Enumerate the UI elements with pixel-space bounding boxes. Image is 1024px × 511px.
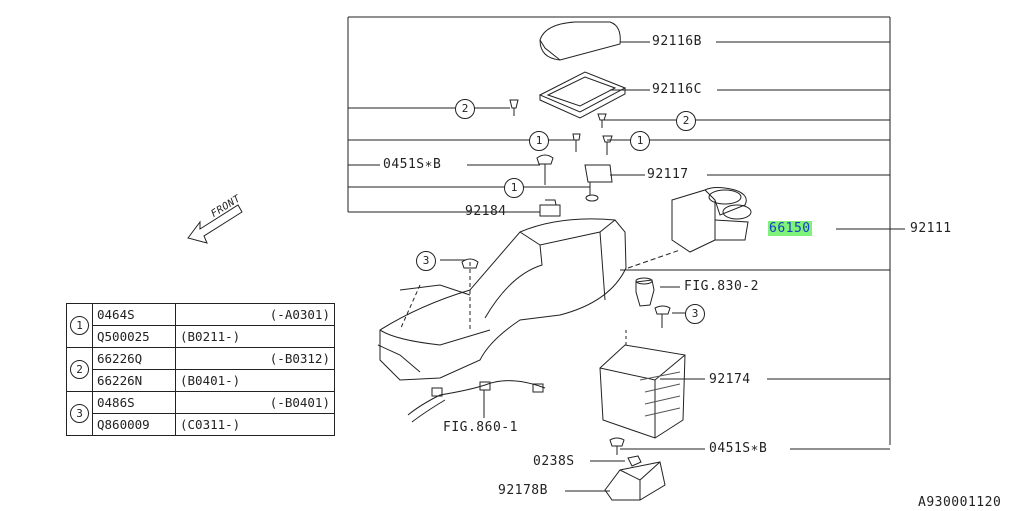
legend-num-3: 3	[70, 404, 89, 423]
legend-range: (-B0312)	[175, 347, 335, 370]
callout-1-mid: 1	[504, 178, 524, 198]
legend-range: (-B0401)	[175, 391, 335, 414]
legend-num-1: 1	[70, 316, 89, 335]
callout-3-left: 3	[416, 251, 436, 271]
legend-range: (B0211-)	[175, 325, 335, 348]
legend-group-num: 3	[66, 391, 93, 436]
legend-group-num: 1	[66, 303, 93, 348]
label-92174: 92174	[709, 372, 751, 387]
label-92116c: 92116C	[652, 82, 702, 97]
lid-92116b	[539, 21, 621, 61]
legend-row: 2 66226Q (-B0312)	[66, 347, 335, 392]
legend-range: (C0311-)	[175, 413, 335, 436]
callout-2-right: 2	[676, 111, 696, 131]
legend-code: Q500025	[92, 325, 176, 348]
box-92174	[599, 344, 686, 439]
label-0451sb-bottom: 0451S∗B	[709, 441, 768, 456]
legend-row: Q860009 (C0311-)	[67, 413, 335, 436]
legend-code: 0486S	[92, 391, 176, 414]
console-body	[379, 218, 627, 381]
label-fig830: FIG.830-2	[684, 279, 759, 294]
legend-range-left: (B0211-)	[180, 329, 241, 344]
label-92117: 92117	[647, 167, 689, 182]
legend-range-right: (-A0301)	[269, 307, 330, 322]
label-0451sb-top: 0451S∗B	[383, 157, 442, 172]
legend-num-2: 2	[70, 360, 89, 379]
legend-range-right: (-B0312)	[269, 351, 330, 366]
legend-code: 66226Q	[92, 347, 176, 370]
hinge-92117	[584, 164, 613, 183]
legend-range-right: (-B0401)	[269, 395, 330, 410]
legend-range-left: (C0311-)	[180, 417, 241, 432]
callout-1-right: 1	[630, 131, 650, 151]
label-fig860: FIG.860-1	[443, 420, 518, 435]
legend-row: 66226N (B0401-)	[67, 369, 335, 392]
legend-row: 1 0464S (-A0301)	[66, 303, 335, 348]
label-66150-highlight: 66150	[768, 221, 812, 236]
legend-code: Q860009	[92, 413, 176, 436]
legend-code: 66226N	[92, 369, 176, 392]
legend-range: (B0401-)	[175, 369, 335, 392]
callout-1-left: 1	[529, 131, 549, 151]
label-92116b: 92116B	[652, 34, 702, 49]
callout-2-left: 2	[455, 99, 475, 119]
legend-group-num: 2	[66, 347, 93, 392]
label-92111: 92111	[910, 221, 952, 236]
label-catalog-id: A930001120	[918, 495, 1002, 510]
label-66150: 66150	[768, 221, 812, 236]
legend-row: Q500025 (B0211-)	[67, 325, 335, 348]
legend-range-left: (B0401-)	[180, 373, 241, 388]
label-0238s: 0238S	[533, 454, 575, 469]
cupholder-92111	[671, 189, 716, 253]
harness-fig860	[407, 380, 546, 416]
legend-code: 0464S	[92, 303, 176, 326]
legend-range: (-A0301)	[175, 303, 335, 326]
front-arrow	[187, 204, 243, 244]
legend-row: 3 0486S (-B0401)	[66, 391, 335, 436]
label-92184: 92184	[465, 204, 507, 219]
callout-3-right: 3	[685, 304, 705, 324]
bracket-92178b	[604, 461, 666, 501]
label-92178b: 92178B	[498, 483, 548, 498]
legend-table: 1 0464S (-A0301) Q500025 (B0211-) 2 6622…	[66, 303, 335, 436]
